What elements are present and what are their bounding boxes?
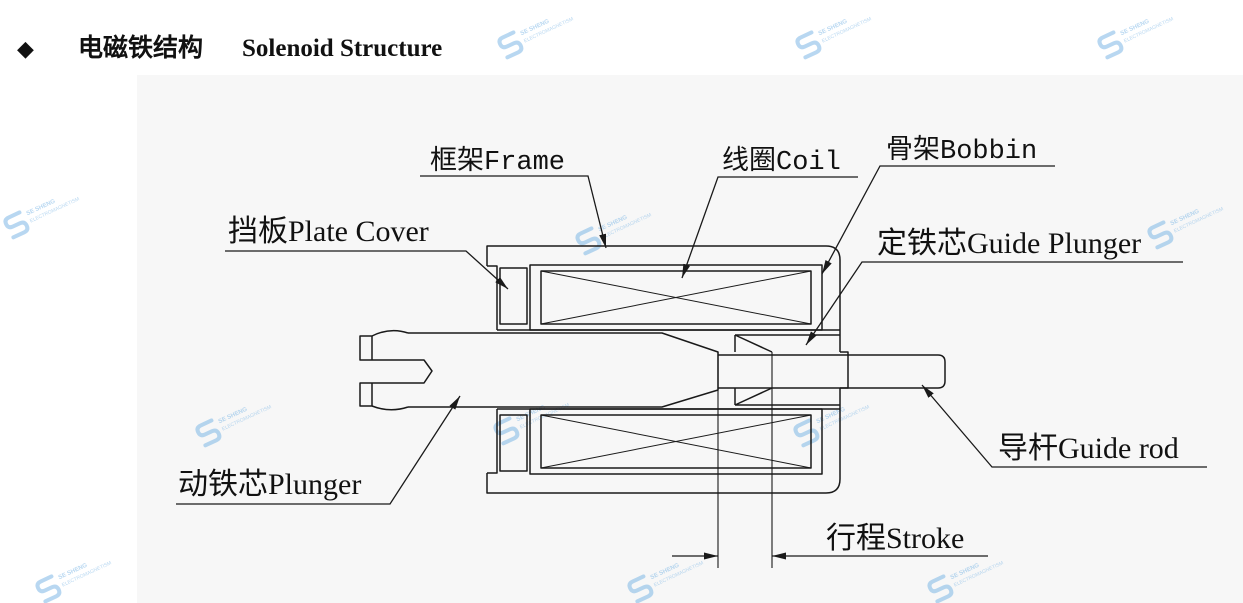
guide-rod bbox=[718, 354, 946, 389]
leader-guide-plunger bbox=[805, 261, 1183, 346]
plunger-clevis bbox=[359, 329, 433, 411]
part-labels: 框架Frame 线圈Coil 骨架Bobbin 挡板Plate Cover 定铁… bbox=[178, 135, 1179, 555]
se-sheng-logo-icon bbox=[1097, 30, 1124, 60]
coil-top bbox=[540, 270, 812, 325]
se-sheng-logo-icon bbox=[195, 418, 222, 448]
section-header: ◆ 电磁铁结构 Solenoid Structure bbox=[17, 33, 442, 62]
se-sheng-logo-icon bbox=[35, 574, 62, 603]
coil-top-cross bbox=[540, 270, 812, 325]
coil-top-outline bbox=[540, 270, 812, 325]
coil-bottom-cross bbox=[540, 414, 812, 469]
label-frame: 框架Frame bbox=[430, 145, 565, 178]
se-sheng-logo-icon bbox=[927, 574, 954, 603]
frame-left-step-top bbox=[487, 265, 498, 330]
diamond-bullet-icon: ◆ bbox=[17, 37, 34, 62]
frame-bottom bbox=[486, 388, 841, 494]
leader-frame bbox=[420, 175, 607, 249]
label-guide-rod: 导杆Guide rod bbox=[998, 432, 1179, 465]
se-sheng-logo-icon bbox=[793, 418, 820, 448]
section-title-cn: 电磁铁结构 bbox=[78, 33, 203, 62]
frame-left-step-bottom bbox=[487, 409, 498, 474]
se-sheng-logo-icon bbox=[627, 574, 654, 603]
label-plate-cover: 挡板Plate Cover bbox=[228, 215, 429, 248]
label-bobbin: 骨架Bobbin bbox=[886, 135, 1037, 167]
leader-coil bbox=[681, 176, 858, 279]
leader-bobbin bbox=[821, 165, 1055, 275]
se-sheng-logo-icon bbox=[493, 416, 520, 446]
label-plunger: 动铁芯Plunger bbox=[178, 468, 361, 501]
plate-cover-bottom bbox=[499, 414, 528, 472]
coil-bottom-outline bbox=[540, 414, 812, 469]
label-stroke: 行程Stroke bbox=[826, 522, 964, 555]
coil-bottom bbox=[540, 414, 812, 469]
se-sheng-logo-icon bbox=[1147, 220, 1174, 250]
guide-plunger bbox=[734, 334, 840, 406]
se-sheng-logo-icon bbox=[3, 210, 30, 240]
se-sheng-logo-icon bbox=[497, 30, 524, 60]
diagram-background bbox=[137, 75, 1243, 603]
leader-plate-cover bbox=[225, 250, 509, 290]
section-title-en: Solenoid Structure bbox=[242, 35, 442, 62]
label-coil: 线圈Coil bbox=[722, 145, 841, 178]
leader-plunger bbox=[176, 395, 461, 505]
se-sheng-logo-icon bbox=[795, 30, 822, 60]
leader-lines bbox=[176, 165, 1207, 568]
label-guide-plunger: 定铁芯Guide Plunger bbox=[877, 227, 1141, 260]
leader-guide-rod bbox=[921, 384, 1207, 468]
plate-cover-top bbox=[499, 267, 528, 325]
